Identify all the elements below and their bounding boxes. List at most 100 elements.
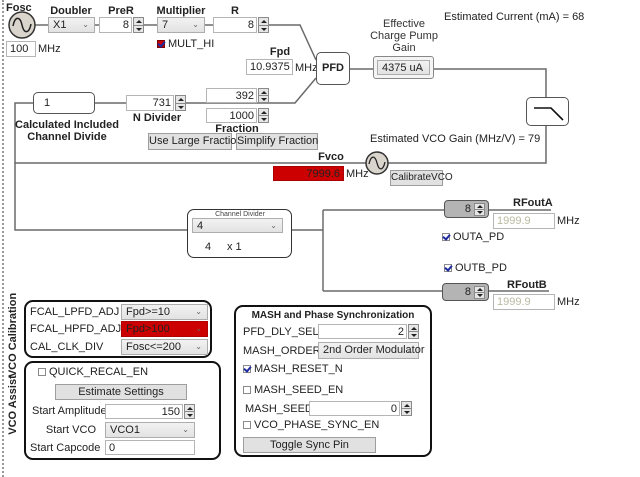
spin-down-icon[interactable] — [475, 210, 484, 215]
start-amplitude-spinner[interactable]: 150 — [105, 404, 195, 419]
spin-down-icon[interactable] — [185, 412, 194, 418]
vco-calibration-group — [24, 300, 212, 358]
spin-down-icon[interactable] — [475, 293, 484, 298]
mash-reset-n-checkbox[interactable] — [243, 365, 251, 373]
outb-pd-label: OUTB_PD — [455, 262, 507, 274]
spin-down-icon[interactable] — [259, 96, 268, 102]
pfd-label: PFD — [322, 62, 344, 74]
prer-value[interactable]: 8 — [99, 17, 132, 33]
charge-pump-select[interactable]: 4375 uA⌄ — [377, 60, 430, 75]
start-amplitude-label: Start Amplitude — [32, 405, 107, 417]
mash-reset-n-label: MASH_RESET_N — [254, 363, 343, 375]
mult-hi-label: MULT_HI — [168, 38, 215, 50]
outa-pd-checkbox[interactable] — [442, 233, 450, 241]
fraction-denominator-value[interactable]: 1000 — [206, 108, 257, 123]
spin-up-icon[interactable] — [409, 325, 418, 332]
multiplier-select[interactable]: 7⌄ — [157, 17, 205, 33]
spin-up-icon[interactable] — [402, 402, 411, 409]
wire-cp-filter — [434, 68, 547, 97]
fosc-label: Fosc — [6, 2, 32, 14]
fpd-value: 10.9375 — [246, 59, 293, 75]
mash-seed-en-checkbox[interactable] — [243, 386, 251, 394]
vco-assist-title: VCO Assist — [7, 375, 19, 435]
chevron-down-icon: ⌄ — [270, 221, 277, 230]
multiplier-label: Multiplier — [156, 5, 206, 17]
spin-down-icon[interactable] — [176, 104, 185, 111]
fvco-unit: MHz — [346, 168, 369, 180]
rfouta-divider-spinner[interactable]: 8 — [444, 200, 489, 218]
spin-up-icon[interactable] — [176, 96, 185, 104]
rfoutb-divider-spinner[interactable]: 8 — [442, 283, 489, 301]
fraction-numerator-value[interactable]: 392 — [206, 88, 257, 103]
fpd-label: Fpd — [269, 46, 291, 58]
cal-clk-div-value: Fosc<=200 — [126, 341, 182, 353]
simplify-fraction-button[interactable]: Simplify Fraction — [236, 133, 318, 150]
fcal-hpfd-adj-select[interactable]: Fpd>100⌄ — [121, 321, 208, 337]
outb-pd-checkbox[interactable] — [444, 264, 452, 272]
pfd-dly-sel-spinner[interactable]: 2 — [318, 324, 419, 339]
n-divider-label: N Divider — [132, 112, 182, 124]
spin-up-icon[interactable] — [475, 287, 484, 293]
start-vco-label: Start VCO — [45, 424, 96, 436]
fraction-label: Fraction — [215, 123, 259, 135]
pfd-dly-sel-label: PFD_DLY_SEL — [243, 326, 319, 338]
quick-recal-en-checkbox[interactable] — [38, 368, 46, 376]
vco-gain-readout: Estimated VCO Gain (MHz/V) = 79 — [370, 133, 541, 145]
start-capcode-label: Start Capcode — [30, 442, 101, 454]
start-capcode-input[interactable]: 0 — [105, 440, 195, 455]
chevron-down-icon: ⌄ — [406, 346, 413, 355]
r-spinner[interactable]: 8 — [213, 17, 269, 33]
fcal-lpfd-adj-select[interactable]: Fpd>=10⌄ — [121, 304, 208, 320]
mash-seed-en-label: MASH_SEED_EN — [254, 384, 344, 396]
spin-down-icon[interactable] — [409, 332, 418, 338]
use-large-fraction-button[interactable]: Use Large Fraction — [148, 133, 243, 150]
spin-up-icon[interactable] — [259, 109, 268, 116]
vco-phase-sync-en-checkbox[interactable] — [243, 421, 251, 429]
vco-oscillator-icon — [365, 151, 389, 175]
spin-down-icon[interactable] — [259, 116, 268, 122]
fosc-input[interactable]: 100 — [6, 41, 36, 57]
spin-up-icon[interactable] — [259, 18, 268, 26]
toggle-sync-pin-button[interactable]: Toggle Sync Pin — [243, 437, 376, 453]
calc-channel-divide-box: 1 — [33, 92, 95, 114]
rfoutb-divider-value[interactable]: 8 — [464, 286, 471, 298]
rfouta-divider-value[interactable]: 8 — [464, 203, 471, 215]
doubler-value: X1 — [53, 19, 67, 31]
n-divider-spinner[interactable]: 731 — [126, 95, 186, 111]
prer-spinner[interactable]: 8 — [99, 17, 144, 33]
channel-divider-select[interactable]: 4⌄ — [192, 218, 283, 233]
spin-up-icon[interactable] — [475, 204, 484, 210]
mash-seed-spinner[interactable]: 0 — [309, 401, 412, 416]
doubler-select[interactable]: X1⌄ — [48, 17, 95, 33]
calc-channel-divide-value: 1 — [44, 97, 51, 109]
mash-seed-value[interactable]: 0 — [309, 401, 400, 416]
fraction-numerator-spinner[interactable]: 392 — [206, 88, 269, 103]
cal-clk-div-select[interactable]: Fosc<=200⌄ — [121, 339, 208, 355]
mult-hi-checkbox[interactable] — [157, 40, 165, 48]
channel-divider-value: 4 — [197, 220, 204, 232]
spin-up-icon[interactable] — [185, 405, 194, 412]
multiplier-value: 7 — [162, 19, 169, 31]
spin-up-icon[interactable] — [259, 89, 268, 96]
spin-down-icon[interactable] — [259, 26, 268, 33]
chevron-down-icon: ⌄ — [192, 20, 199, 29]
n-divider-value[interactable]: 731 — [126, 95, 174, 111]
fraction-denominator-spinner[interactable]: 1000 — [206, 108, 269, 123]
start-amplitude-value[interactable]: 150 — [105, 404, 183, 419]
pfd-dly-sel-value[interactable]: 2 — [318, 324, 407, 339]
spin-down-icon[interactable] — [134, 26, 143, 33]
mash-order-label: MASH_ORDER — [243, 345, 321, 357]
r-label: R — [231, 5, 239, 17]
spin-down-icon[interactable] — [402, 409, 411, 415]
low-pass-filter-icon — [534, 107, 564, 121]
calibrate-vco-button[interactable]: CalibrateVCO — [390, 170, 453, 186]
fosc-oscillator-icon — [8, 11, 36, 39]
start-vco-select[interactable]: VCO1⌄ — [105, 422, 195, 438]
prer-label: PreR — [108, 5, 134, 17]
r-value[interactable]: 8 — [213, 17, 257, 33]
fpd-unit: MHz — [295, 62, 318, 74]
spin-up-icon[interactable] — [134, 18, 143, 26]
mash-order-select[interactable]: 2nd Order Modulator⌄ — [318, 342, 425, 359]
estimate-settings-button[interactable]: Estimate Settings — [55, 384, 187, 400]
rfoutb-label: RFoutB — [507, 279, 547, 291]
